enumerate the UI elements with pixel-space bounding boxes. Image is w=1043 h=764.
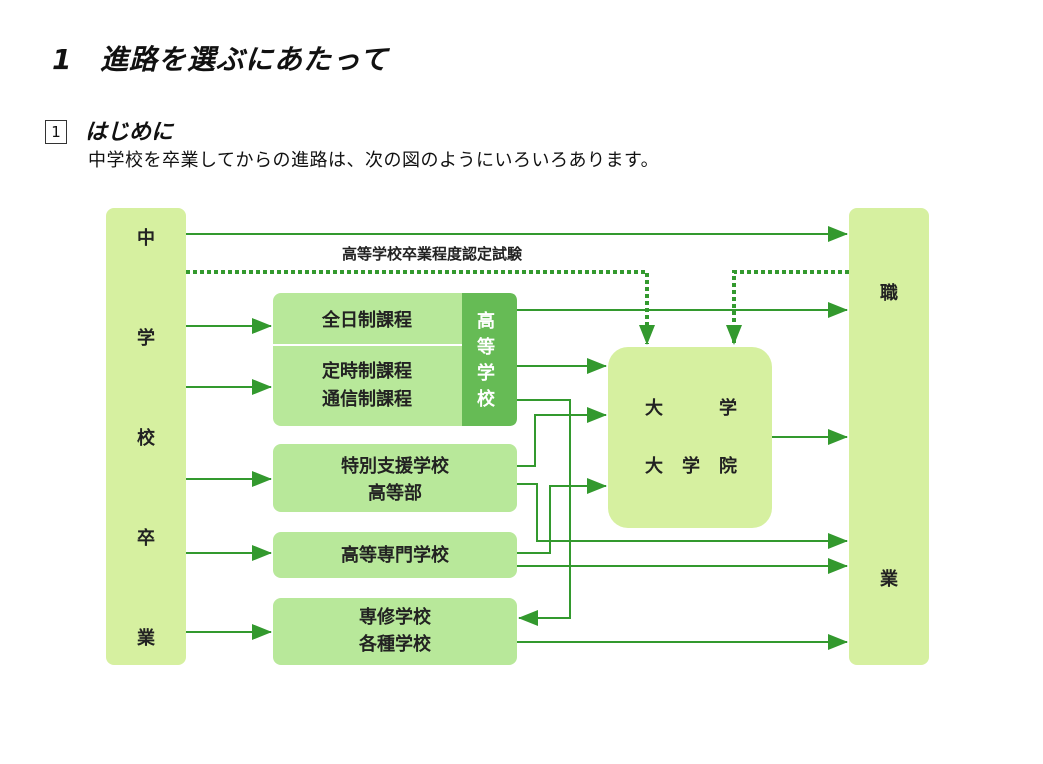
right-col-char: 職	[880, 282, 898, 304]
left-col-char: 業	[136, 627, 156, 649]
university-char: 大	[645, 397, 663, 419]
arrow-special-to-university	[517, 407, 607, 467]
fulltime-course-label: 全日制課程	[321, 309, 412, 331]
arrow-employment-to-university	[726, 270, 849, 345]
high-school-label-char: 校	[477, 388, 496, 410]
misc-school-label: 各種学校	[358, 633, 432, 655]
left-col-char: 校	[137, 427, 156, 449]
graduate-school-char: 学	[682, 455, 700, 477]
left-col-char: 学	[137, 327, 155, 349]
high-school-label-char: 高	[477, 310, 495, 332]
technical-college-label: 高等専門学校	[341, 544, 450, 566]
special-support-school-box	[273, 444, 517, 512]
page-heading: 1 進路を選ぶにあたって	[52, 38, 389, 78]
high-school-label-char: 等	[477, 336, 495, 358]
arrow-tech-to-university	[517, 478, 607, 554]
section-title: はじめに	[85, 120, 174, 145]
right-col-char: 業	[879, 568, 899, 590]
arrow-special-to-employment	[517, 483, 848, 549]
left-col-char: 中	[137, 227, 155, 249]
arrow-hs-to-vocational	[517, 399, 571, 626]
section-heading: 1 はじめに	[45, 114, 173, 146]
high-school-box	[273, 293, 517, 426]
graduate-school-char: 院	[719, 455, 737, 477]
vocational-school-label: 専修学校	[359, 606, 432, 628]
heading-number: 1	[52, 43, 73, 76]
correspondence-course-label: 通信制課程	[322, 388, 412, 410]
university-box	[608, 347, 772, 528]
high-school-label-char: 学	[477, 362, 495, 384]
university-char: 学	[719, 397, 737, 419]
graduate-school-char: 大	[645, 455, 663, 477]
exam-label: 高等学校卒業程度認定試験	[342, 245, 523, 263]
left-col-char: 卒	[137, 527, 155, 549]
special-support-sublabel: 高等部	[368, 482, 422, 504]
special-support-label: 特別支援学校	[341, 455, 450, 477]
technical-college-box	[273, 532, 517, 578]
employment-column	[849, 208, 929, 665]
parttime-course-label: 定時制課程	[322, 360, 412, 382]
heading-title: 進路を選ぶにあたって	[100, 43, 389, 76]
intro-text: 中学校を卒業してからの進路は、次の図のようにいろいろあります。	[88, 150, 660, 171]
path-arrows	[186, 226, 849, 650]
junior-high-graduation-column	[106, 208, 186, 665]
vocational-school-box	[273, 598, 517, 665]
section-number-box: 1	[45, 120, 67, 144]
high-school-label-band	[462, 293, 517, 426]
